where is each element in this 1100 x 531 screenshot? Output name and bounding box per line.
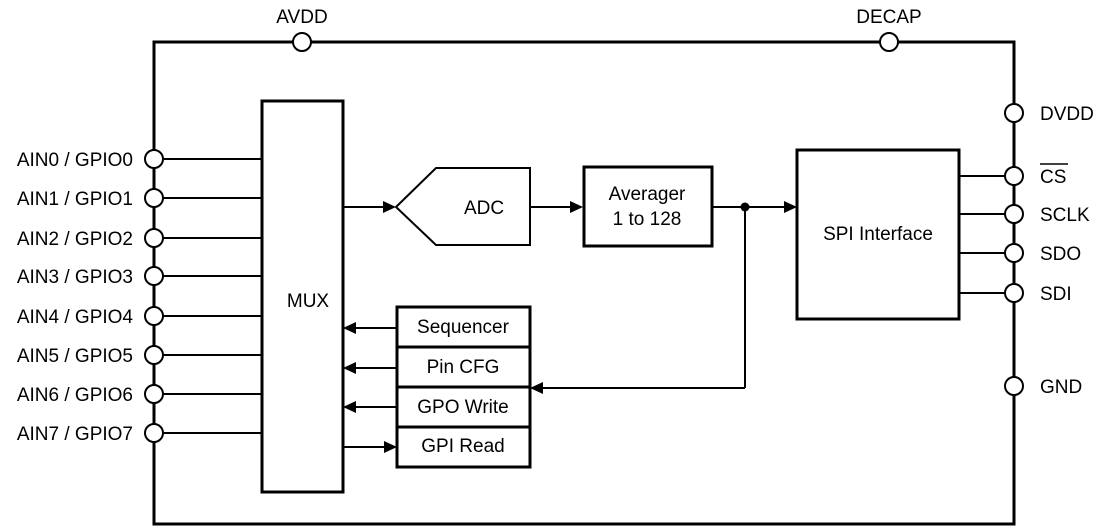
left-pin-ain0: AIN0 / GPIO0 [17, 149, 262, 171]
averager-label-line1: Averager [609, 184, 686, 205]
left-pin-label-ain2: AIN2 / GPIO2 [17, 229, 133, 250]
sequencer-to-mux-arrow [343, 322, 356, 334]
mux-block [260, 99, 345, 494]
right-pin-label-sdo: SDO [1040, 244, 1081, 265]
left-pin-label-ain0: AIN0 / GPIO0 [17, 150, 133, 171]
left-pin-terminal-ain1 [144, 188, 164, 208]
right-pin-label-cs: CS [1040, 167, 1066, 188]
pincfg-to-mux-arrow [343, 362, 356, 374]
left-pin-label-ain7: AIN7 / GPIO7 [17, 424, 133, 445]
averager-to-spi-arrow [784, 201, 797, 213]
right-pin-label-sclk: SCLK [1040, 205, 1090, 226]
left-pin-ain7: AIN7 / GPIO7 [17, 423, 262, 445]
gpo-to-mux-arrow [343, 401, 356, 413]
left-pin-terminal-ain0 [144, 149, 164, 169]
left-pin-ain4: AIN4 / GPIO4 [17, 306, 262, 328]
left-pin-label-ain3: AIN3 / GPIO3 [17, 267, 133, 288]
pin-cfg-label: Pin CFG [427, 357, 500, 378]
left-pin-label-ain5: AIN5 / GPIO5 [17, 346, 133, 367]
gpo-write-block [395, 385, 532, 429]
left-pin-terminal-ain2 [144, 228, 164, 248]
pin-label-avdd: AVDD [276, 7, 327, 28]
right-pin-terminal-dvdd [1004, 103, 1024, 123]
left-pin-terminal-ain6 [144, 384, 164, 404]
averager-label-line2: 1 to 128 [613, 209, 682, 230]
top-pin-avdd: AVDD [276, 7, 328, 52]
left-pin-ain2: AIN2 / GPIO2 [17, 228, 262, 250]
right-pin-group: DVDD CS SCLK SDO SDI GND [959, 103, 1094, 398]
pin-label-decap: DECAP [856, 7, 921, 28]
left-pin-terminal-ain4 [144, 306, 164, 326]
right-pin-terminal-cs [1004, 166, 1024, 186]
left-pin-label-ain4: AIN4 / GPIO4 [17, 307, 134, 328]
top-pin-decap: DECAP [856, 7, 922, 52]
sequencer-label: Sequencer [417, 317, 510, 338]
left-pin-terminal-ain7 [144, 423, 164, 443]
spi-interface-block [795, 148, 961, 321]
left-pin-ain1: AIN1 / GPIO1 [17, 188, 262, 210]
averager-block [582, 165, 714, 248]
left-pin-ain6: AIN6 / GPIO6 [17, 384, 262, 406]
spi-interface-label: SPI Interface [823, 224, 933, 245]
left-pin-terminal-ain3 [144, 266, 164, 286]
right-pin-sdi: SDI [959, 283, 1072, 305]
mux-label: MUX [287, 291, 330, 312]
right-pin-label-sdi: SDI [1040, 284, 1072, 305]
right-pin-cs: CS [959, 163, 1068, 188]
right-pin-sclk: SCLK [959, 204, 1090, 226]
right-pin-terminal-sdo [1004, 243, 1024, 263]
gpi-read-label: GPI Read [421, 436, 504, 457]
right-pin-label-gnd: GND [1040, 377, 1082, 398]
mux-to-gpi-arrow [384, 441, 397, 453]
left-pin-ain3: AIN3 / GPIO3 [17, 266, 262, 288]
mux-to-adc-arrow [383, 201, 396, 213]
left-pin-label-ain6: AIN6 / GPIO6 [17, 385, 133, 406]
right-pin-terminal-sdi [1004, 283, 1024, 303]
right-pin-terminal-sclk [1004, 204, 1024, 224]
right-pin-terminal-gnd [1004, 376, 1024, 396]
left-pin-label-ain1: AIN1 / GPIO1 [17, 189, 133, 210]
right-pin-dvdd: DVDD [1004, 103, 1094, 125]
left-pin-ain5: AIN5 / GPIO5 [17, 345, 262, 367]
junction-to-gpo-arrow [530, 382, 543, 394]
left-pin-terminal-ain5 [144, 345, 164, 365]
gpo-write-label: GPO Write [417, 397, 509, 418]
right-pin-sdo: SDO [959, 243, 1081, 265]
right-pin-gnd: GND [1004, 376, 1082, 398]
adc-label: ADC [464, 198, 504, 219]
adc-to-averager-arrow [570, 201, 583, 213]
right-pin-label-dvdd: DVDD [1040, 104, 1094, 125]
